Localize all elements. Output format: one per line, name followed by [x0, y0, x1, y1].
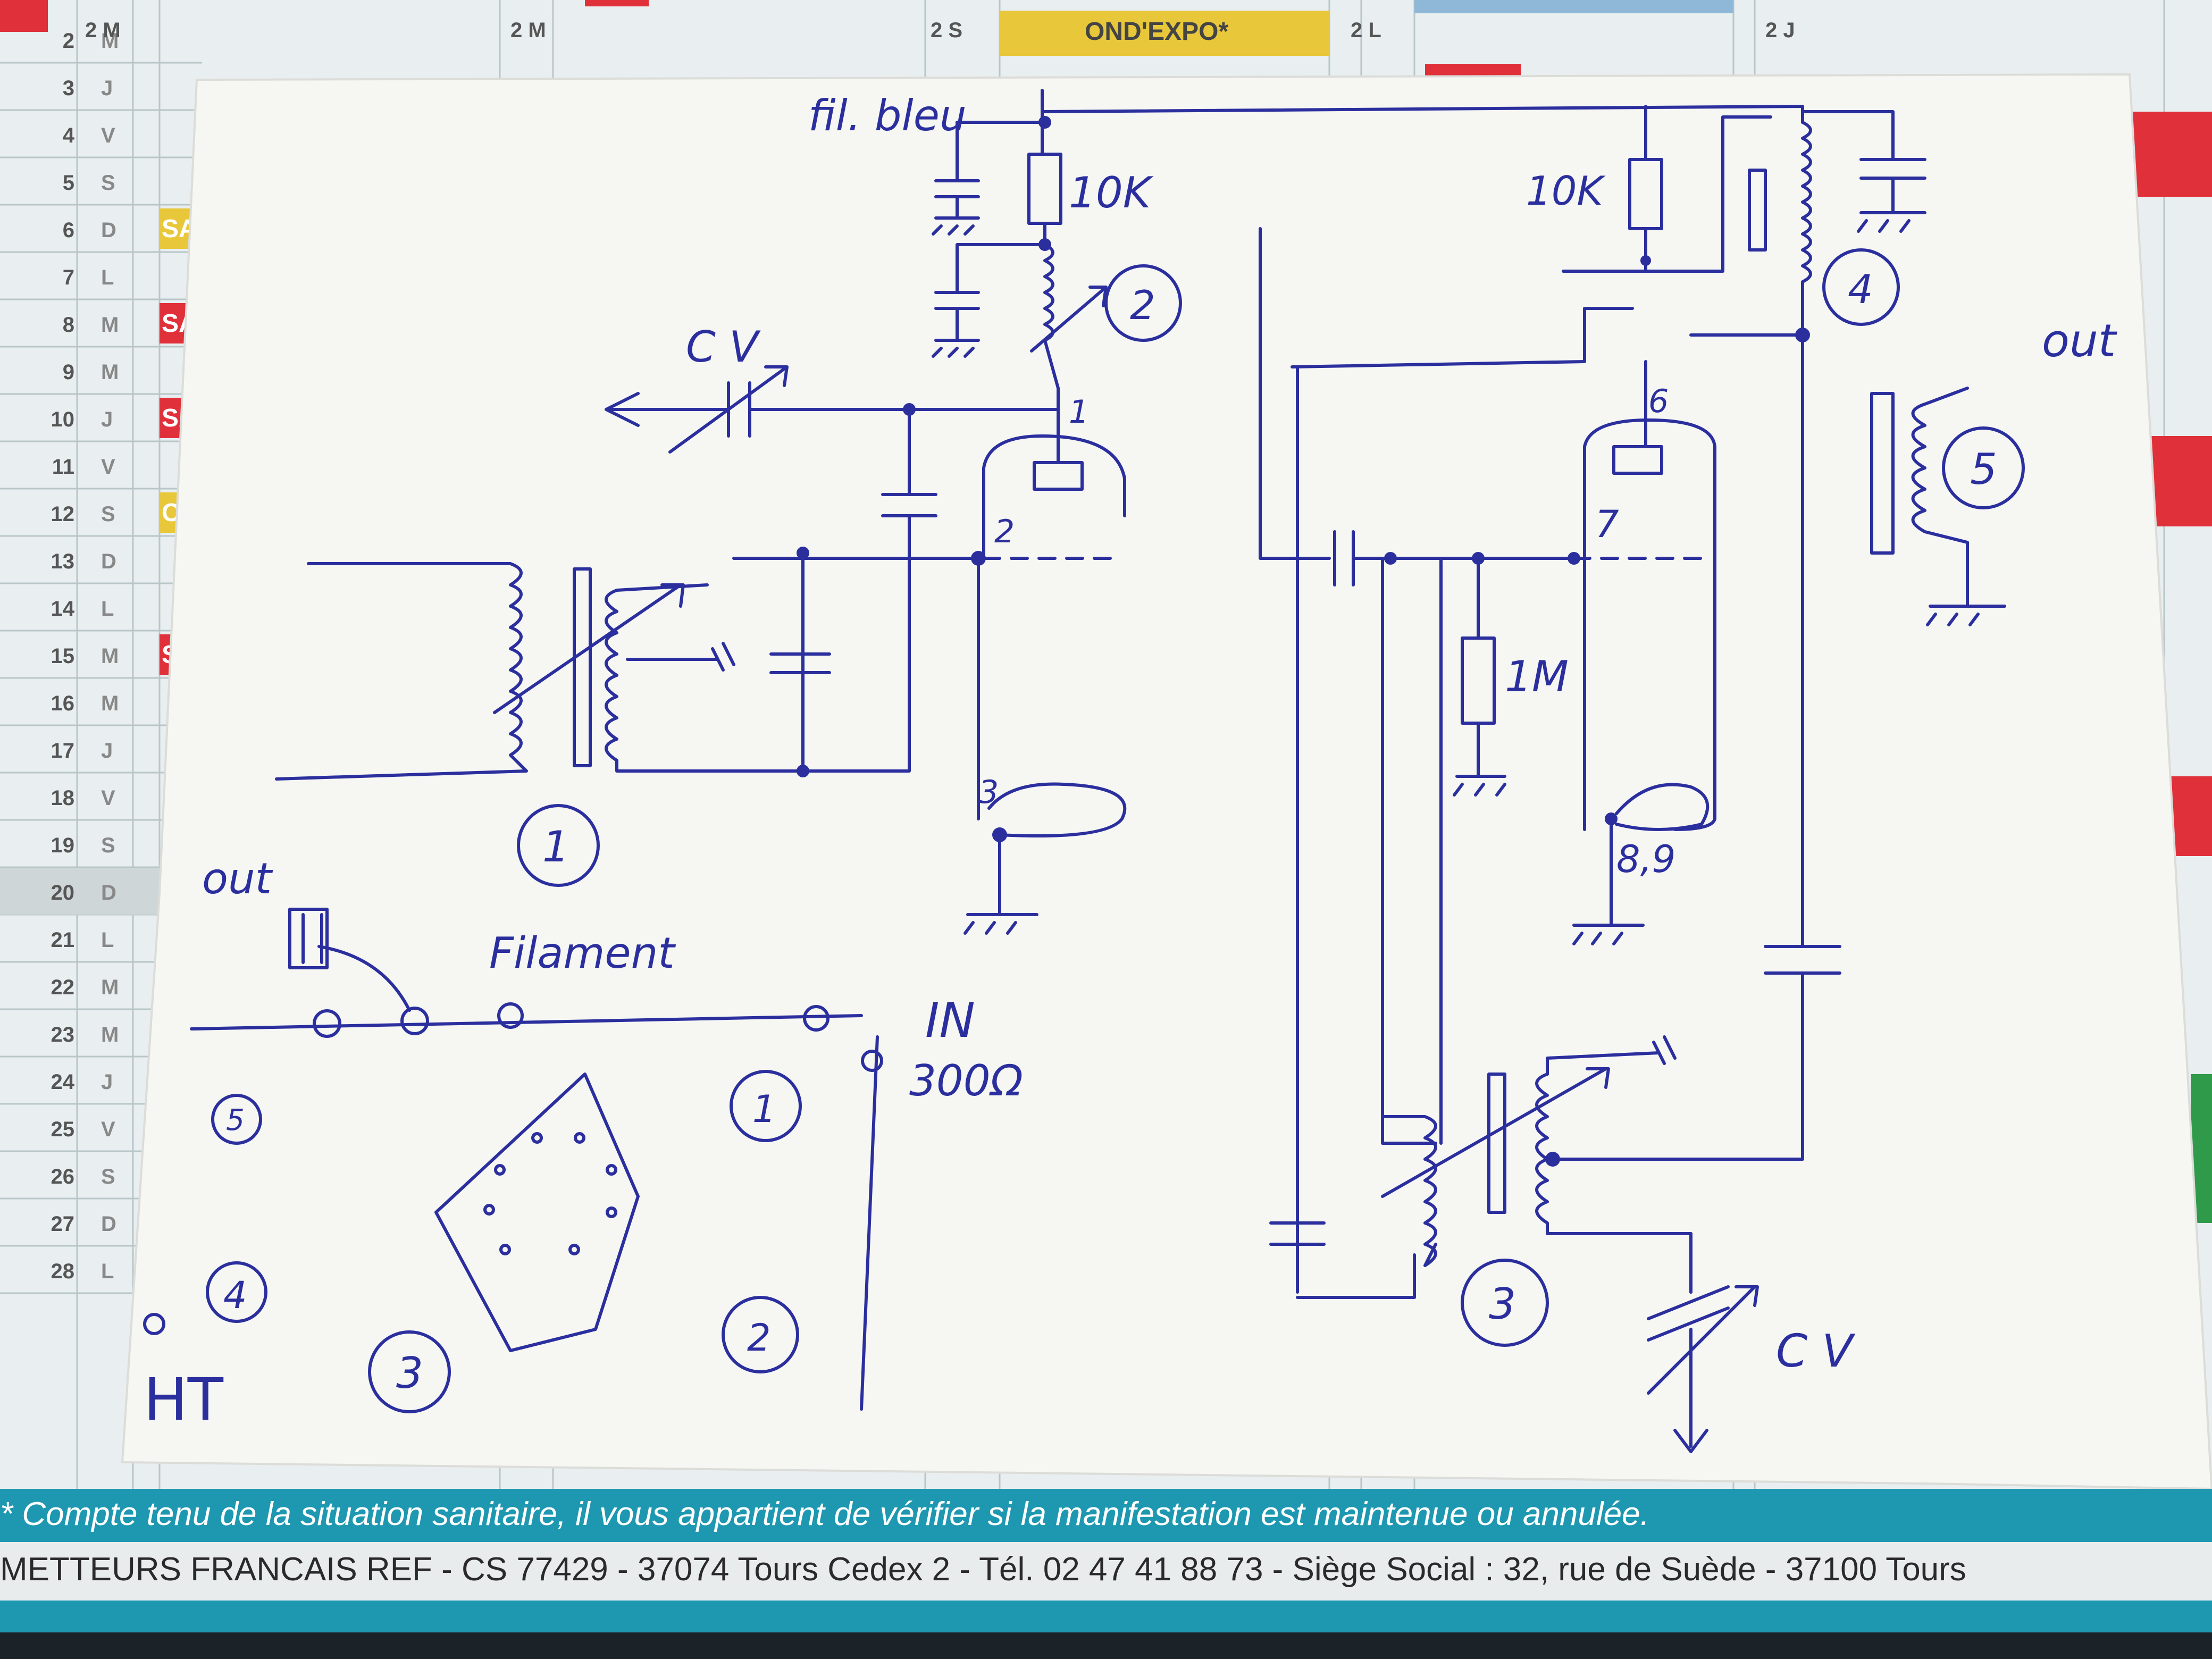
calendar-day-letter: V: [101, 1118, 115, 1141]
calendar-day-number: 3: [63, 77, 74, 100]
calendar-day-number: 25: [51, 1118, 75, 1141]
label-b1: 1: [752, 1087, 776, 1131]
calendar-day-letter: D: [101, 1212, 116, 1236]
label-b3: 3: [396, 1348, 423, 1398]
junction-dots: [797, 116, 1810, 1167]
top-cell-4: 2 L: [1351, 19, 1381, 42]
calendar-day-number: 9: [63, 361, 74, 384]
label-10k-left: 10K: [1069, 168, 1154, 217]
top-cell-2: 2 M: [510, 19, 546, 42]
calendar-day-letter: M: [101, 692, 119, 715]
schematic-labels: fil. bleu 10K 10K 1M C V C V out out Fil…: [144, 91, 2117, 1434]
calendar-day-number: 7: [63, 266, 74, 289]
label-pin-3: 3: [978, 774, 999, 811]
top-cell-event: OND'EXPO*: [1085, 18, 1228, 46]
calendar-day-letter: S: [101, 502, 115, 526]
calendar-day-number: 5: [63, 171, 74, 195]
top-cell-3: 2 S: [931, 19, 962, 42]
label-cv-bottom: C V: [1776, 1325, 1856, 1378]
calendar-day-letter: L: [101, 1260, 114, 1283]
label-pin-1: 1: [1069, 393, 1089, 431]
top-cell-5: 2 J: [1765, 19, 1795, 42]
label-in: IN: [925, 993, 975, 1049]
footer-address: METTEURS FRANCAIS REF - CS 77429 - 37074…: [0, 1551, 1966, 1588]
calendar-day-letter: J: [101, 739, 113, 763]
calendar-day-number: 16: [51, 692, 75, 715]
calendar-day-letter: L: [101, 597, 114, 621]
calendar-day-letter: M: [101, 976, 119, 999]
calendar-day-letter: J: [101, 1070, 113, 1094]
calendar-day-letter: D: [101, 881, 116, 904]
label-c2: 2: [1130, 282, 1155, 329]
label-10k-right: 10K: [1526, 167, 1606, 214]
calendar-day-number: 20: [51, 881, 75, 904]
calendar-day-number: 10: [51, 408, 75, 431]
calendar-day-number: 27: [51, 1212, 75, 1236]
calendar-day-letter: S: [101, 1165, 115, 1188]
calendar-day-number: 19: [51, 834, 75, 857]
calendar-day-letter: V: [101, 124, 115, 147]
label-out-right: out: [2042, 315, 2117, 367]
label-ht: HT: [144, 1365, 224, 1434]
calendar-day-number: 14: [51, 597, 75, 621]
calendar-day-letter: V: [101, 786, 115, 810]
label-pin-7: 7: [1595, 502, 1619, 546]
paper-sheet: [121, 73, 2212, 1495]
label-in-ohm: 300Ω: [909, 1056, 1023, 1105]
label-1m: 1M: [1505, 652, 1569, 701]
footer-notice: * Compte tenu de la situation sanitaire,…: [0, 1496, 1649, 1532]
calendar-day-letter: L: [101, 928, 114, 952]
calendar-day-letter: M: [101, 644, 119, 668]
calendar-right-marks: [2132, 112, 2212, 1223]
calendar-day-number: 4: [63, 124, 75, 147]
label-pin-89: 8,9: [1616, 837, 1675, 881]
circled-labels: [206, 248, 2025, 1413]
calendar-day-letter: J: [101, 408, 113, 431]
calendar-day-letter: M: [101, 361, 119, 384]
schematic-drawing: [190, 89, 2006, 1453]
calendar-day-letter: D: [101, 219, 116, 242]
calendar-day-letter: S: [101, 171, 115, 195]
calendar-day-number: 26: [51, 1165, 75, 1188]
label-b4: 4: [223, 1273, 247, 1317]
calendar-day-number: 12: [51, 502, 75, 526]
label-c4: 4: [1848, 266, 1873, 313]
calendar-day-letter: V: [101, 455, 115, 479]
calendar-day-number: 28: [51, 1260, 75, 1283]
label-c3: 3: [1489, 1279, 1516, 1329]
socket-pins: [143, 1002, 883, 1335]
label-pin-2: 2: [994, 513, 1015, 550]
label-pin-6: 6: [1648, 383, 1669, 420]
label-out-left: out: [202, 854, 273, 903]
footer: * Compte tenu de la situation sanitaire,…: [0, 1489, 2212, 1659]
calendar-day-letter: M: [101, 313, 119, 337]
label-cv-top: C V: [686, 322, 761, 372]
calendar-day-number: 24: [51, 1070, 75, 1094]
calendar-day-letter: D: [101, 550, 116, 573]
label-c5: 5: [1970, 445, 1997, 494]
calendar-day-letter: M: [101, 29, 119, 53]
calendar-day-number: 23: [51, 1023, 75, 1046]
calendar-day-letter: L: [101, 266, 114, 289]
calendar-day-number: 11: [52, 455, 74, 479]
calendar-day-letter: S: [101, 834, 115, 857]
top-cell-1: 2 M: [85, 19, 121, 42]
calendar-day-number: 17: [51, 739, 75, 763]
label-c1: 1: [542, 822, 569, 872]
calendar-day-number: 13: [51, 550, 75, 573]
calendar-day-number: 6: [63, 219, 74, 242]
calendar-day-number: 2: [63, 29, 74, 53]
label-b5: 5: [226, 1103, 245, 1137]
calendar-day-letter: J: [101, 77, 113, 100]
calendar-day-number: 15: [51, 644, 75, 668]
label-filament: Filament: [489, 928, 676, 978]
label-fil-bleu: fil. bleu: [808, 91, 967, 140]
label-b2: 2: [747, 1316, 771, 1360]
calendar-day-number: 18: [51, 786, 75, 810]
calendar-day-number: 21: [51, 928, 75, 952]
calendar-day-number: 22: [51, 976, 75, 999]
calendar-day-letter: M: [101, 1023, 119, 1046]
calendar-day-number: 8: [63, 313, 74, 337]
